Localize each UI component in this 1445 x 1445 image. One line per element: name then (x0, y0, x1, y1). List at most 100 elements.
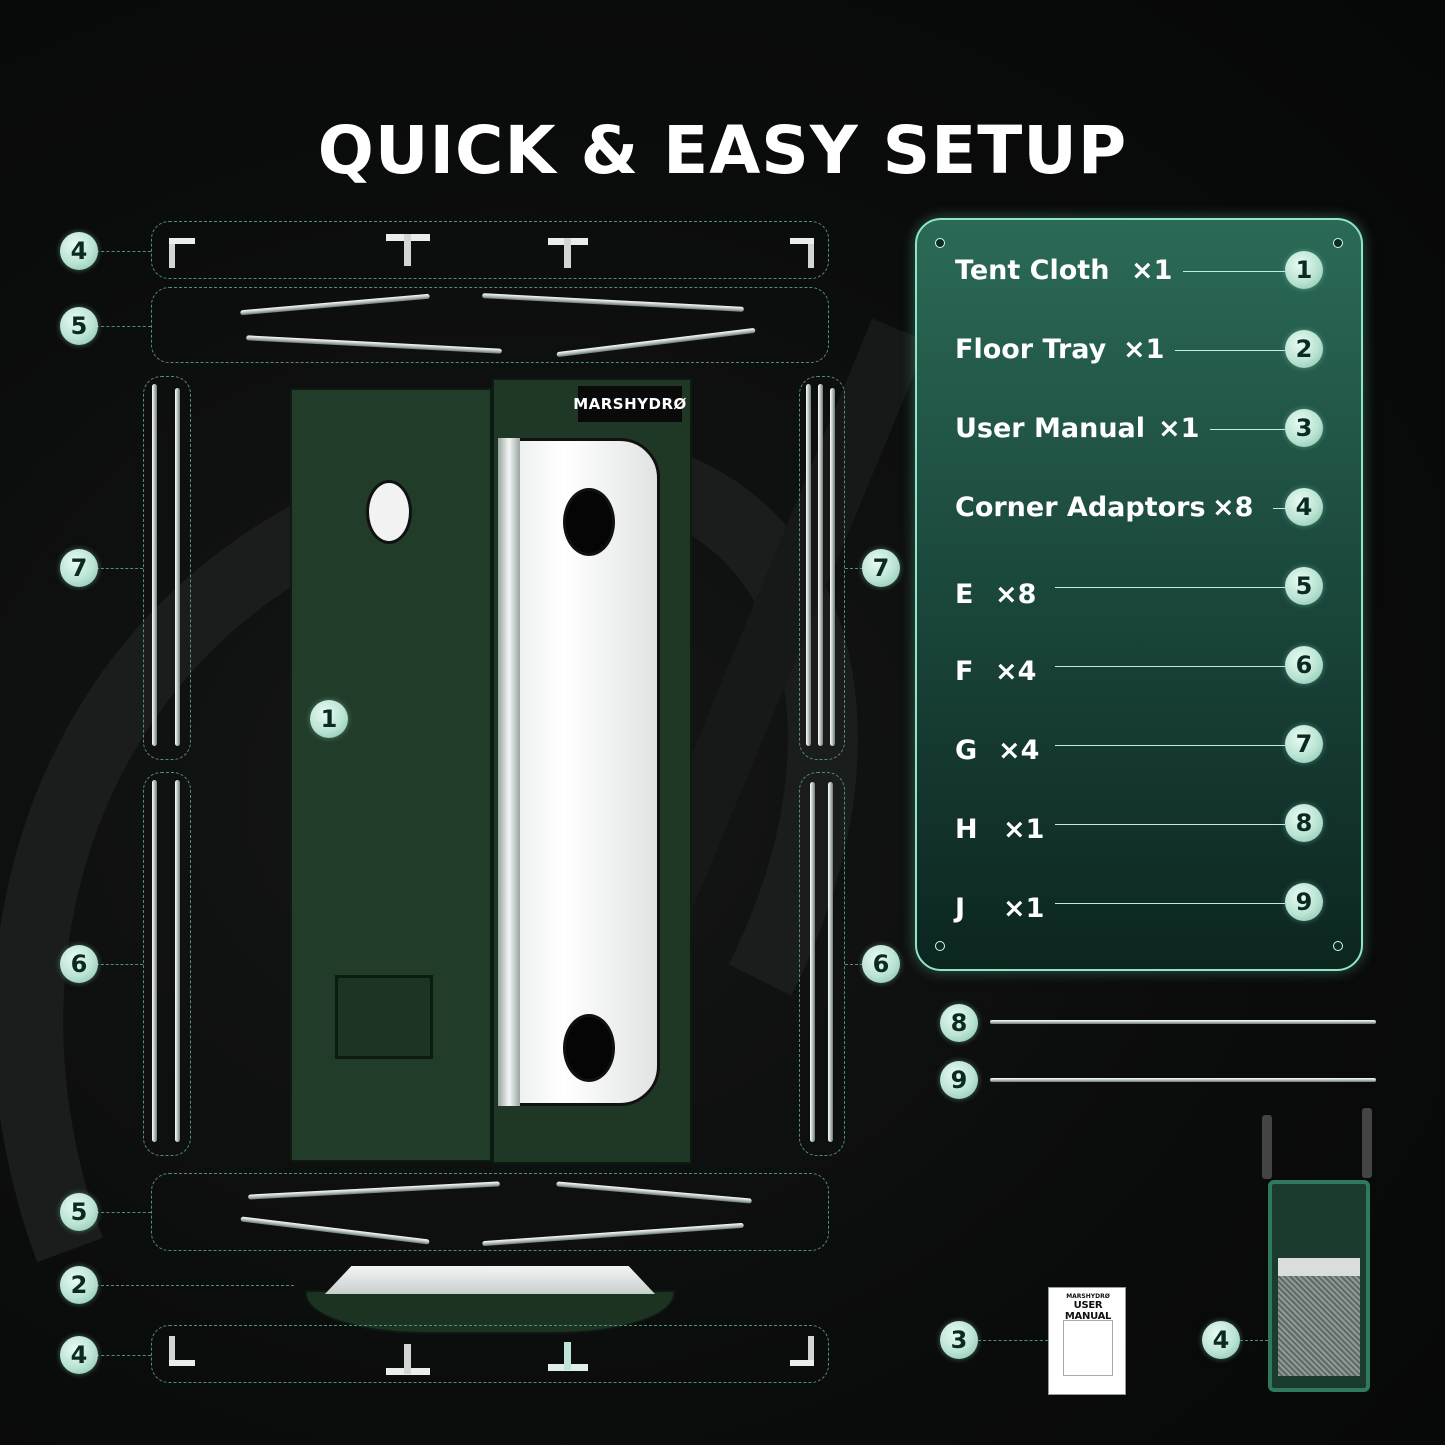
parts-row-e: E ×8 5 (955, 567, 1327, 610)
part-qty: ×4 (998, 735, 1040, 766)
part-qty: ×1 (1003, 893, 1045, 924)
pole-f (810, 782, 815, 1142)
leader-line (978, 1340, 1048, 1341)
screw-icon (1333, 238, 1343, 248)
part-qty: ×1 (1131, 255, 1173, 286)
floor-tray-surface (325, 1266, 655, 1294)
part-name: F (955, 656, 974, 687)
part-number-badge: 2 (1285, 330, 1323, 368)
tent-sketch-icon (1063, 1320, 1113, 1376)
manual-title: USER MANUAL (1064, 1300, 1112, 1322)
left-upper-poles-group (143, 376, 191, 760)
tent-vent-window (335, 975, 433, 1059)
pole-j (990, 1078, 1376, 1082)
part-qty: ×4 (995, 656, 1037, 687)
manual-brand: MARSHYDRØ (1066, 1293, 1110, 1300)
part-number-badge: 3 (1285, 409, 1323, 447)
part-name: Floor Tray (955, 334, 1107, 365)
part-qty: ×8 (995, 579, 1037, 610)
pole-f (828, 782, 833, 1142)
parts-row-user-manual: User Manual ×1 3 (955, 409, 1327, 451)
leader-line (96, 568, 143, 569)
hanging-strap (1262, 1115, 1272, 1179)
corner-connector (169, 238, 195, 268)
vent-hole (366, 480, 412, 544)
tee-connector (386, 234, 430, 266)
callout-badge: 8 (940, 1004, 978, 1042)
pole-g (152, 384, 157, 746)
parts-row-floor-tray: Floor Tray ×1 2 (955, 330, 1327, 372)
part-number-badge: 8 (1285, 804, 1323, 842)
right-lower-poles-group (799, 772, 845, 1156)
row-leader (1055, 587, 1285, 588)
callout-badge: 5 (60, 307, 98, 345)
pole-g (806, 384, 811, 746)
bottom-corners-group (151, 1325, 829, 1383)
hanging-strap (1362, 1108, 1372, 1178)
user-manual-booklet: MARSHYDRØ USER MANUAL (1048, 1287, 1126, 1395)
part-qty: ×8 (1212, 492, 1254, 523)
callout-badge: 4 (60, 232, 98, 270)
callout-badge: 2 (60, 1266, 98, 1304)
part-qty: ×1 (1003, 814, 1045, 845)
parts-list-panel: Tent Cloth ×1 1 Floor Tray ×1 2 User Man… (915, 218, 1363, 971)
corner-connector (790, 238, 814, 268)
part-name: G (955, 735, 978, 766)
part-number-badge: 7 (1285, 725, 1323, 763)
part-qty: ×1 (1158, 413, 1200, 444)
callout-badge: 4 (1202, 1321, 1240, 1359)
callout-badge: 7 (862, 549, 900, 587)
row-leader (1055, 745, 1285, 746)
callout-badge: 3 (940, 1321, 978, 1359)
part-qty: ×1 (1123, 334, 1165, 365)
pole-f (152, 780, 157, 1142)
page-title: QUICK & EASY SETUP (317, 112, 1128, 189)
parts-row-h: H ×1 8 (955, 804, 1327, 846)
tent-zipper (498, 438, 520, 1106)
leader-line (96, 326, 151, 327)
part-name: User Manual (955, 413, 1146, 444)
part-number-badge: 4 (1285, 488, 1323, 526)
leader-line (96, 251, 151, 252)
bag-band (1278, 1258, 1360, 1276)
leader-line (1240, 1340, 1268, 1341)
leader-line (96, 964, 143, 965)
part-name: Tent Cloth (955, 255, 1110, 286)
right-upper-poles-group (799, 376, 845, 760)
row-leader (1273, 508, 1285, 509)
parts-row-j: J ×1 9 (955, 883, 1327, 925)
parts-row-corner-adaptors: Corner Adaptors ×8 4 (955, 488, 1327, 530)
row-leader (1055, 666, 1285, 667)
parts-row-g: G ×4 7 (955, 725, 1327, 767)
tee-connector (548, 1342, 588, 1371)
callout-badge: 6 (60, 945, 98, 983)
row-leader (1055, 824, 1285, 825)
row-leader (1055, 903, 1285, 904)
screw-icon (935, 941, 945, 951)
tee-connector (386, 1344, 430, 1375)
parts-row-tent-cloth: Tent Cloth ×1 1 (955, 251, 1327, 293)
top-corners-group (151, 221, 829, 279)
pole-g (175, 388, 180, 746)
bag-mesh (1278, 1276, 1360, 1376)
part-number-badge: 1 (1285, 251, 1323, 289)
part-number-badge: 6 (1285, 646, 1323, 684)
part-name: J (955, 893, 966, 924)
part-name: Corner Adaptors (955, 492, 1206, 523)
leader-line (96, 1212, 151, 1213)
part-number-badge: 5 (1285, 567, 1323, 605)
callout-badge: 9 (940, 1061, 978, 1099)
top-poles-group (151, 287, 829, 363)
brand-logo: MARSHYDRØ (573, 386, 686, 422)
callout-badge: 1 (310, 700, 348, 738)
part-name: E (955, 579, 974, 610)
pole-f (175, 780, 180, 1142)
corner-connector (790, 1336, 814, 1366)
callout-badge: 6 (862, 945, 900, 983)
leader-line (845, 568, 863, 569)
part-name: H (955, 814, 978, 845)
corner-connector (169, 1336, 195, 1366)
leader-line (96, 1285, 294, 1286)
parts-row-f: F ×4 6 (955, 646, 1327, 688)
leader-line (845, 964, 863, 965)
